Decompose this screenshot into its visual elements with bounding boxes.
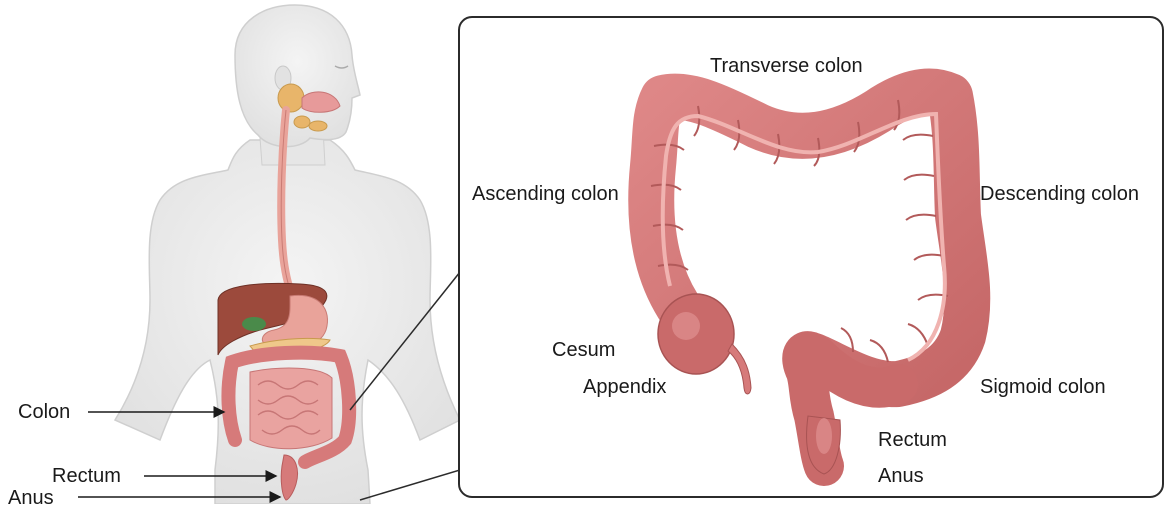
colon-detail-illustration <box>458 16 1164 498</box>
label-anus: Anus <box>878 466 924 486</box>
label-descending-colon: Descending colon <box>980 184 1139 204</box>
body-label-colon: Colon <box>18 402 70 422</box>
rectum-highlight <box>816 418 832 454</box>
label-sigmoid-colon: Sigmoid colon <box>980 377 1106 397</box>
body-illustration <box>0 0 460 504</box>
label-ascending-colon: Ascending colon <box>472 184 619 204</box>
label-appendix: Appendix <box>583 377 666 397</box>
gallbladder-shape <box>242 317 266 331</box>
small-intestine-body <box>250 368 332 449</box>
label-transverse-colon: Transverse colon <box>710 56 863 76</box>
body-label-anus: Anus <box>8 488 54 508</box>
body-label-rectum: Rectum <box>52 466 121 486</box>
appendix-shape <box>728 344 751 394</box>
label-rectum: Rectum <box>878 430 947 450</box>
label-cesum: Cesum <box>552 340 615 360</box>
zoom-connector-bottom <box>360 470 460 500</box>
cecum-highlight <box>672 312 700 340</box>
